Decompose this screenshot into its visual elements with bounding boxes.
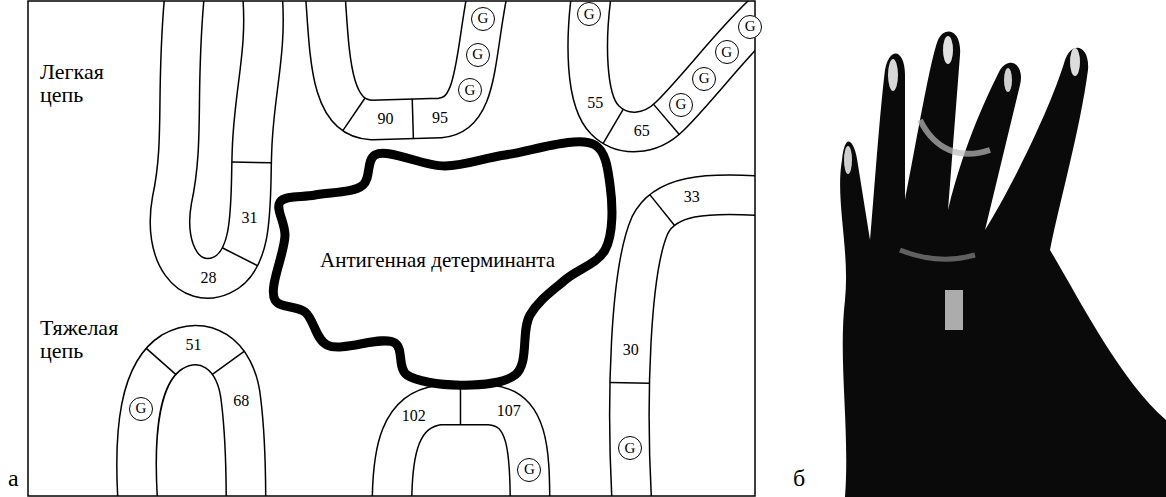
glycan-circle: G [458,78,482,102]
segment-divider [460,385,462,425]
glycan-circle: G [692,67,716,91]
glycan-letter: G [624,441,635,456]
panel-letter: а [8,466,19,491]
segment-divider [610,382,650,384]
segment-divider [343,98,366,131]
residue-number: 55 [587,95,603,112]
residue-number: 51 [185,337,201,354]
glycan-letter: G [721,45,732,60]
determinant-border [273,142,612,386]
glycan-circle: G [618,436,642,460]
residue-number: 28 [200,270,216,287]
panel-letter: б [793,466,805,491]
glycan-circle: G [715,40,739,64]
praying-hands-photo [815,0,1166,497]
panel-frame [28,1,755,496]
residue-number: 31 [242,210,258,227]
glycan-letter: G [584,7,595,22]
glycan-letter: G [745,19,756,34]
glycan-letter: G [136,401,147,416]
glycan-circle: G [466,43,490,67]
glycan-letter: G [676,97,687,112]
segment-dividers [146,98,679,425]
residue-number: 33 [684,189,700,206]
glycan-letter: G [699,71,710,86]
glycan-circle: G [471,7,495,31]
residue-number: 68 [233,393,249,410]
glycan-letter: G [464,83,475,98]
residue-number: 65 [634,123,650,140]
residue-number: 102 [402,408,426,425]
residue-number: 30 [623,342,639,359]
glycan-letter: G [478,11,489,26]
residue-number: 95 [432,110,448,127]
antigen-determinant: Антигенная детерминанта [265,140,610,380]
segment-divider [212,351,244,374]
glycan-letter: G [472,47,483,62]
chain-loops [137,1,755,496]
segment-divider [222,248,258,266]
segment-divider [146,348,176,374]
chain-label: Легкая цепь [40,60,140,106]
glycan-circle: G [129,397,153,421]
determinant-label: Антигенная детерминанта [320,250,555,271]
segment-divider [603,109,623,143]
segment-divider [650,194,675,225]
segment-divider [412,99,413,139]
residue-number: 107 [497,403,521,420]
glycan-circle: G [669,93,693,117]
chain-label: Тяжелая цепь [40,316,140,362]
glycan-letter: G [524,462,535,477]
residue-number: 90 [378,111,394,128]
segment-divider [232,161,272,163]
glycan-circle: G [738,15,762,39]
